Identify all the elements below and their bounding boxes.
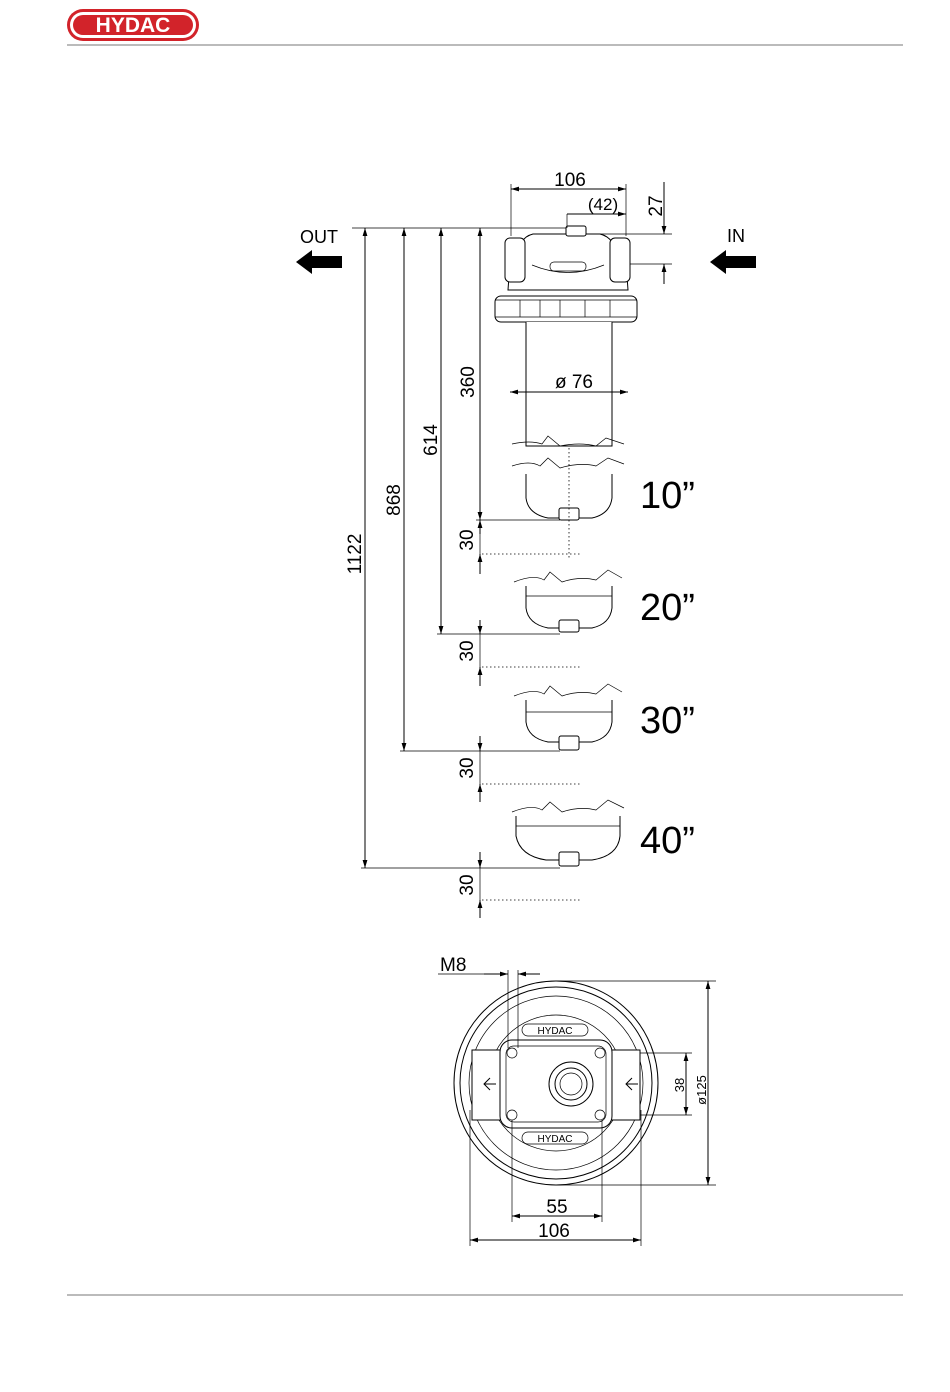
size-label-20: 20” [640,587,695,629]
logo-text: HYDAC [96,14,171,37]
dim-bolt-spacing: 55 [546,1197,567,1218]
dim-outer-diameter: ø125 [694,1075,709,1105]
dim-port-offset: (42) [588,195,618,214]
size-label-10: 10” [640,475,695,517]
dim-thread: M8 [440,955,466,976]
housing-label-top: HYDAC [537,1026,572,1037]
dim-port-height: 27 [646,195,667,216]
dim-length-40: 1122 [345,534,366,575]
size-label-40: 40” [640,820,695,862]
dim-port-spacing: 38 [672,1078,687,1092]
out-arrow-icon [296,250,342,274]
size-label-30: 30” [640,700,695,742]
dim-overall-width: 106 [538,1221,570,1242]
port-out-boss [505,238,525,282]
dim-top-width: 106 [554,170,586,191]
dim-gap-40: 30 [457,874,478,895]
port-left [472,1050,502,1120]
dim-length-30: 868 [384,484,405,516]
port-in-boss [610,238,630,282]
top-view: HYDAC HYDAC M8 ø125 38 55 106 [438,955,716,1246]
vent-plug [566,226,586,236]
dim-diameter: ø 76 [555,372,593,393]
in-arrow-icon [710,250,756,274]
port-in-label: IN [727,226,745,246]
port-out-label: OUT [300,227,338,247]
side-view: 106 (42) 27 ø 76 OUT IN 360 614 868 [296,170,756,918]
dim-gap-20: 30 [457,640,478,661]
dim-gap-30: 30 [457,757,478,778]
dim-gap-10: 30 [457,529,478,550]
port-right [610,1050,640,1120]
dim-length-10: 360 [458,366,479,398]
dim-length-20: 614 [421,424,442,456]
hydac-logo: HYDAC [67,9,199,41]
housing-label-bottom: HYDAC [537,1134,572,1145]
